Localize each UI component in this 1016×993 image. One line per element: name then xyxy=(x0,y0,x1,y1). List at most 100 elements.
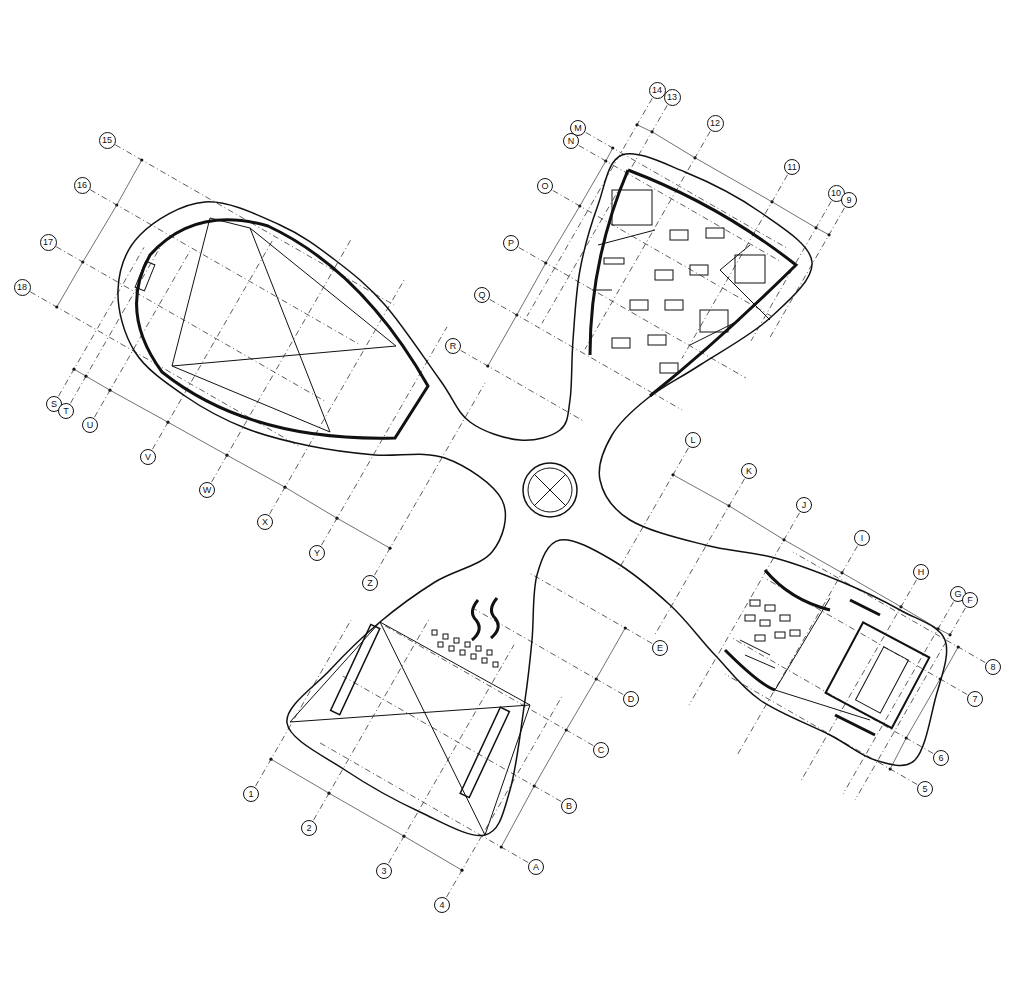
grid-label: N xyxy=(563,133,579,149)
grid-label: C xyxy=(593,742,609,758)
grid-bubble: C xyxy=(593,742,609,758)
grid-label: F xyxy=(962,592,978,608)
grid-label: A xyxy=(528,859,544,875)
grid-line xyxy=(375,383,486,575)
grid-label: D xyxy=(623,691,639,707)
grid-label: X xyxy=(257,514,273,530)
grid-label: 4 xyxy=(434,897,450,913)
dimension-tick xyxy=(948,633,951,636)
grid-label: 5 xyxy=(917,781,933,797)
grid-bubble: B xyxy=(561,798,577,814)
dimension-tick xyxy=(611,146,614,149)
grid-line xyxy=(527,98,652,316)
office-furniture xyxy=(592,190,770,373)
grid-bubble: W xyxy=(199,482,215,498)
dimension-line xyxy=(86,376,110,390)
dimension-tick xyxy=(460,869,463,872)
grid-line xyxy=(59,247,145,396)
dimension-line xyxy=(816,228,829,235)
grid-bubble: J xyxy=(796,497,812,513)
atrium-lines xyxy=(290,598,530,835)
grid-label: 14 xyxy=(649,82,666,99)
grid-bubble: D xyxy=(623,691,639,707)
dimension-line xyxy=(673,475,729,506)
dimension-line xyxy=(652,132,695,158)
grid-label: 17 xyxy=(40,234,57,251)
grid-bubble: 8 xyxy=(985,659,1001,675)
grid-bubble: 11 xyxy=(784,159,800,175)
grid-label: R xyxy=(445,338,461,354)
grid-bubble: U xyxy=(82,417,98,433)
grid-label: V xyxy=(140,449,156,465)
grid-bubble: R xyxy=(445,338,461,354)
grid-label: 6 xyxy=(933,750,949,766)
dimension-line xyxy=(168,422,227,455)
grid-bubble: X xyxy=(257,514,273,530)
grid-line xyxy=(579,146,780,262)
office-wall xyxy=(590,170,796,396)
dimension-line xyxy=(329,793,404,836)
grid-bubble: E xyxy=(652,640,668,656)
grid-label: L xyxy=(685,432,701,448)
grid-label: 16 xyxy=(74,177,91,194)
grid-label: 7 xyxy=(967,691,983,707)
dimension-line xyxy=(906,679,940,738)
dimension-line xyxy=(534,730,566,786)
dimension-line xyxy=(546,206,580,263)
grid-bubble: 13 xyxy=(664,89,681,106)
grid-bubble: Q xyxy=(474,287,490,303)
grid-label: 8 xyxy=(985,659,1001,675)
grid-bubble: Y xyxy=(309,545,325,561)
grid-line xyxy=(56,247,326,402)
grid-line xyxy=(447,696,563,897)
grid-label: 9 xyxy=(841,192,857,208)
grid-label: Z xyxy=(362,575,378,591)
grid-label: P xyxy=(503,235,519,251)
grid-bubble: 6 xyxy=(933,750,949,766)
grid-bubble: 4 xyxy=(434,897,450,913)
grid-bubble: 16 xyxy=(74,177,91,194)
grid-line xyxy=(343,676,561,802)
dimension-line xyxy=(117,160,142,205)
grid-bubble: T xyxy=(58,403,74,419)
dimension-tick xyxy=(388,547,391,550)
central-column xyxy=(534,474,566,506)
grid-bubble: 14 xyxy=(649,82,666,99)
grid-bubble: 15 xyxy=(99,132,116,149)
grid-label: 12 xyxy=(707,115,724,132)
grid-bubble: 18 xyxy=(14,279,31,296)
grid-bubble: K xyxy=(741,463,757,479)
hall-lines xyxy=(135,218,420,438)
grid-label: Q xyxy=(474,287,490,303)
grid-label: J xyxy=(796,497,812,513)
central-column xyxy=(528,468,572,512)
grid-label: I xyxy=(854,530,870,546)
grid-bubble: O xyxy=(537,178,553,194)
grid-label: 1 xyxy=(243,786,259,802)
hall-wall xyxy=(137,220,428,438)
dimension-line xyxy=(784,540,842,573)
grid-bubble: 9 xyxy=(841,192,857,208)
dimension-line xyxy=(580,161,606,206)
central-column xyxy=(534,474,566,506)
grid-line xyxy=(256,620,352,786)
grid-bubble: P xyxy=(503,235,519,251)
lecture-fittings xyxy=(740,598,929,728)
grid-label: 11 xyxy=(784,159,800,175)
grid-label: 3 xyxy=(376,863,392,879)
dimension-line xyxy=(729,506,784,540)
dimension-line xyxy=(637,125,652,132)
grid-line xyxy=(725,674,917,785)
dimension-line xyxy=(74,369,86,376)
dimension-line xyxy=(337,518,390,548)
grid-bubble: I xyxy=(854,530,870,546)
dimension-line xyxy=(772,202,816,228)
grid-label: H xyxy=(913,564,929,580)
grid-bubble: 1 xyxy=(243,786,259,802)
dimension-line xyxy=(488,315,517,366)
grid-label: W xyxy=(199,482,215,498)
dimension-line xyxy=(83,205,117,262)
grid-bubble: H xyxy=(913,564,929,580)
